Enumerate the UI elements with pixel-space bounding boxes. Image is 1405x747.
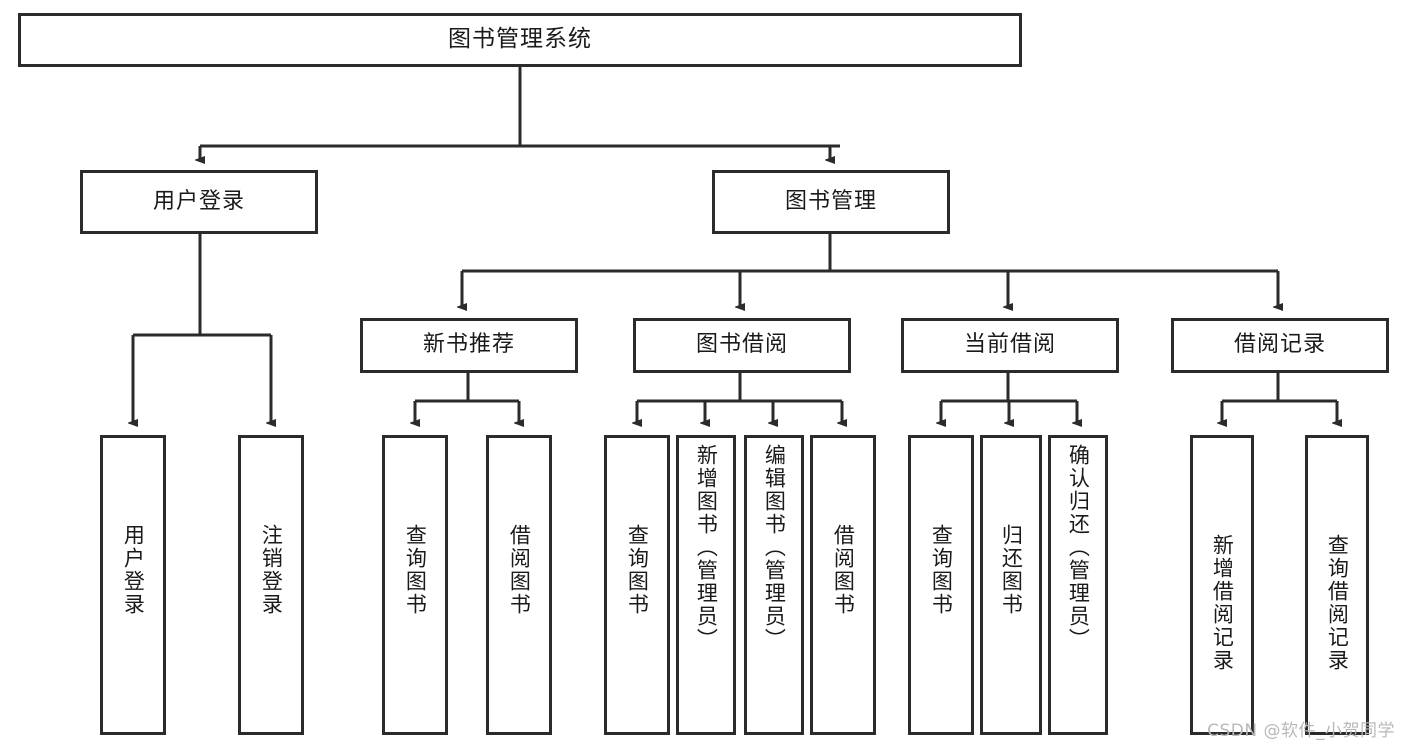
watermark-text: CSDN @软件_小贺同学 — [1207, 721, 1395, 741]
leaf-confirm-return-admin[interactable]: 确认归还（管理员） — [1048, 435, 1108, 735]
node-borrow-record[interactable]: 借阅记录 — [1171, 318, 1389, 373]
node-user-login[interactable]: 用户登录 — [80, 170, 318, 234]
leaf-label: 编辑图书（管理员） — [762, 444, 787, 651]
leaf-label: 注销登录 — [259, 524, 284, 616]
leaf-borrow-book[interactable]: 借阅图书 — [810, 435, 876, 735]
leaf-add-borrow-record[interactable]: 新增借阅记录 — [1190, 435, 1254, 735]
leaf-label: 借阅图书 — [831, 524, 856, 616]
leaf-label: 用户登录 — [121, 524, 146, 616]
leaf-borrow-book-newbook[interactable]: 借阅图书 — [486, 435, 552, 735]
node-book-management[interactable]: 图书管理 — [712, 170, 950, 234]
node-current-borrow[interactable]: 当前借阅 — [901, 318, 1119, 373]
leaf-query-borrow-record[interactable]: 查询借阅记录 — [1305, 435, 1369, 735]
leaf-label: 查询图书 — [403, 524, 428, 616]
leaf-label: 新增借阅记录 — [1210, 534, 1235, 672]
node-root[interactable]: 图书管理系统 — [18, 13, 1022, 67]
leaf-query-book-borrow[interactable]: 查询图书 — [604, 435, 670, 735]
leaf-return-book[interactable]: 归还图书 — [980, 435, 1042, 735]
leaf-edit-book-admin[interactable]: 编辑图书（管理员） — [744, 435, 804, 735]
leaf-label: 查询图书 — [929, 524, 954, 616]
leaf-logout[interactable]: 注销登录 — [238, 435, 304, 735]
node-book-borrow[interactable]: 图书借阅 — [633, 318, 851, 373]
leaf-user-login[interactable]: 用户登录 — [100, 435, 166, 735]
leaf-add-book-admin[interactable]: 新增图书（管理员） — [676, 435, 736, 735]
leaf-label: 借阅图书 — [507, 524, 532, 616]
leaf-label: 归还图书 — [999, 524, 1024, 616]
node-new-book-recommend[interactable]: 新书推荐 — [360, 318, 578, 373]
leaf-label: 查询图书 — [625, 524, 650, 616]
leaf-label: 查询借阅记录 — [1325, 534, 1350, 672]
leaf-label: 新增图书（管理员） — [694, 444, 719, 651]
leaf-query-book-newbook[interactable]: 查询图书 — [382, 435, 448, 735]
leaf-query-book-current[interactable]: 查询图书 — [908, 435, 974, 735]
leaf-label: 确认归还（管理员） — [1066, 444, 1091, 651]
